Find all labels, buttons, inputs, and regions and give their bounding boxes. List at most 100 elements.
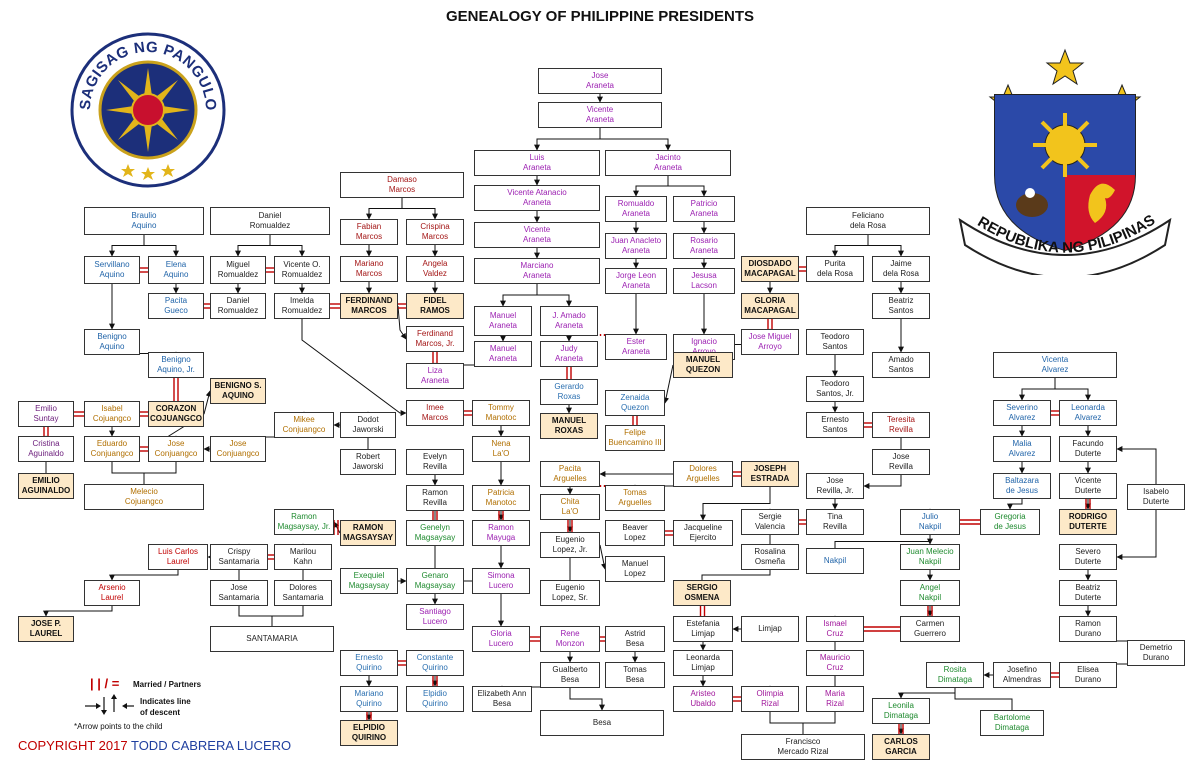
person-facundo: Facundo Duterte: [1059, 436, 1117, 462]
marriage-20: [567, 520, 573, 532]
person-leonarda-limjap: Leonarda Limjap: [673, 650, 733, 676]
person-patricia-manotoc: Patricia Manotoc: [472, 485, 530, 511]
person-mikee: Mikee Conjuangco: [274, 412, 334, 438]
descent-line-45: [569, 688, 605, 711]
person-jose-miguel: Jose Miguel Arroyo: [741, 329, 799, 355]
person-emilio-suntay: Emilio Suntay: [18, 401, 74, 427]
person-evelyn-revilla: Evelyn Revilla: [406, 449, 464, 475]
person-angel: Angel Nakpil: [900, 580, 960, 606]
copyright: COPYRIGHT 2017 TODD CABRERA LUCERO: [18, 738, 291, 753]
person-patricio-araneta: Patricio Araneta: [673, 196, 735, 222]
person-dolores-arguelles: Dolores Arguelles: [673, 461, 733, 487]
person-crispy: Crispy Santamaria: [210, 544, 268, 570]
marriage-15: [799, 266, 806, 272]
legend-arrows-icon: [85, 694, 134, 715]
marriage-17: [864, 422, 872, 428]
person-rosita: Rosita Dimataga: [926, 662, 984, 688]
person-manuel-lopez: Manuel Lopez: [605, 556, 665, 582]
marriage-36: [1085, 499, 1091, 509]
marriage-39: [1051, 672, 1059, 678]
person-tommy-manotoc: Tommy Manotoc: [472, 400, 530, 426]
copyright-prefix: COPYRIGHT 2017: [18, 738, 128, 753]
descent-line-108: [1007, 499, 1023, 510]
person-isabel-cojuangco: Isabel Cojuangco: [84, 401, 140, 427]
marriage-19: [599, 485, 606, 487]
person-severo: Severo Duterte: [1059, 544, 1117, 570]
person-sergio-valencia: Sergie Valencia: [741, 509, 799, 535]
descent-line-67: [333, 521, 341, 534]
marriage-9: [74, 411, 84, 417]
person-jose-conjuangco1: Jose Conjuangco: [148, 436, 204, 462]
person-benigno-jr: Benigno Aquino, Jr.: [148, 352, 204, 378]
person-cristina-aguinaldo: Cristina Aguinaldo: [18, 436, 74, 462]
person-sergio-osmena: SERGIO OSMENA: [673, 580, 731, 606]
person-vicenta: Vicenta Alvarez: [993, 352, 1117, 378]
marriage-37: [898, 724, 904, 734]
person-jose-laurel: JOSE P. LAUREL: [18, 616, 74, 642]
descent-line-22: [366, 198, 403, 220]
person-vicente-romualdez: Vicente O. Romualdez: [274, 256, 330, 284]
person-corazon: CORAZON COJUANGCO: [148, 401, 204, 427]
person-jose-conjuangco2: Jose Conjuangco: [210, 436, 266, 462]
marriage-21: [665, 530, 673, 536]
person-manuel-quezon: MANUEL QUEZON: [673, 352, 733, 378]
presidential-seal-icon: SAGISAG NG PANGULO NG PILIPINAS: [68, 30, 226, 188]
person-vicente-araneta: Vicente Araneta: [538, 102, 662, 128]
person-marilou: Marilou Kahn: [274, 544, 332, 570]
marriage-lines: [43, 266, 1091, 734]
descent-line-1: [534, 128, 601, 151]
person-rosalina: Rosalina Osmeña: [741, 544, 799, 570]
marriage-6: [464, 410, 472, 416]
person-braulio-aquino: Braulio Aquino: [84, 207, 204, 235]
marriage-32: [864, 626, 900, 632]
person-imelda: Imelda Romualdez: [274, 293, 330, 319]
person-ismael: Ismael Cruz: [806, 616, 864, 642]
person-rosario-araneta: Rosario Araneta: [673, 233, 735, 259]
descent-line-72: [43, 606, 113, 617]
person-malia: Malia Alvarez: [993, 436, 1051, 462]
marriage-35: [1051, 410, 1059, 416]
marriage-7: [173, 378, 179, 401]
person-jacinto-araneta: Jacinto Araneta: [605, 150, 731, 176]
person-nakpil: Nakpil: [806, 548, 864, 574]
person-marciano-araneta: Marciano Araneta: [474, 258, 600, 284]
marriage-22: [333, 520, 339, 535]
page-title: GENEALOGY OF PHILIPPINE PRESIDENTS: [445, 8, 755, 25]
person-eugenio-sr: Eugenio Lopez, Sr.: [540, 580, 600, 606]
person-jose-araneta: Jose Araneta: [538, 68, 662, 94]
person-elizabeth-besa: Elizabeth Ann Besa: [472, 686, 532, 712]
person-ferdinand-jr: Ferdinand Marcos, Jr.: [406, 326, 464, 352]
descent-line-23: [401, 198, 438, 220]
descent-line-53: [235, 235, 271, 257]
legend-descent-label: Indicates line of descent: [140, 697, 191, 717]
person-joseph-estrada: JOSEPH ESTRADA: [741, 461, 799, 487]
person-genelyn: Genelyn Magsaysay: [406, 520, 464, 546]
person-mariano-quirino: Mariano Quirino: [340, 686, 398, 712]
descent-line-113: [1116, 510, 1157, 560]
descent-line-28: [397, 305, 407, 340]
person-servillano-aquino: Servillano Aquino: [84, 256, 140, 284]
marriage-4: [398, 303, 406, 309]
marriage-24: [268, 554, 274, 560]
person-crispina-marcos: Crispina Marcos: [406, 219, 464, 245]
person-arsenio-laurel: Arsenio Laurel: [84, 580, 140, 606]
marriage-13: [632, 416, 638, 425]
person-leonila: Leonila Dimataga: [872, 698, 930, 724]
person-jesusa-lacson: Jesusa Lacson: [673, 268, 735, 294]
person-teodoro-jr: Teodoro Santos, Jr.: [806, 376, 864, 402]
marriage-29: [432, 676, 438, 686]
descent-line-40: [599, 544, 607, 570]
person-damaso-marcos: Damaso Marcos: [340, 172, 464, 198]
person-julio: Julio Nakpil: [900, 509, 960, 535]
person-bartolome: Bartolome Dimataga: [980, 710, 1044, 736]
person-luis-laurel: Luis Carlos Laurel: [148, 544, 208, 570]
marriage-2: [266, 267, 274, 273]
marriage-34: [927, 606, 933, 616]
person-aristeo: Aristeo Ubaldo: [673, 686, 733, 712]
marriage-3: [330, 303, 340, 309]
descent-line-112: [1116, 446, 1157, 484]
marriage-5: [432, 352, 438, 363]
coat-of-arms-icon: REPUBLIKA NG PILIPINAS: [958, 48, 1172, 275]
person-jose-revilla-jr: Jose Revilla, Jr.: [806, 473, 864, 499]
marriage-12: [566, 367, 572, 379]
